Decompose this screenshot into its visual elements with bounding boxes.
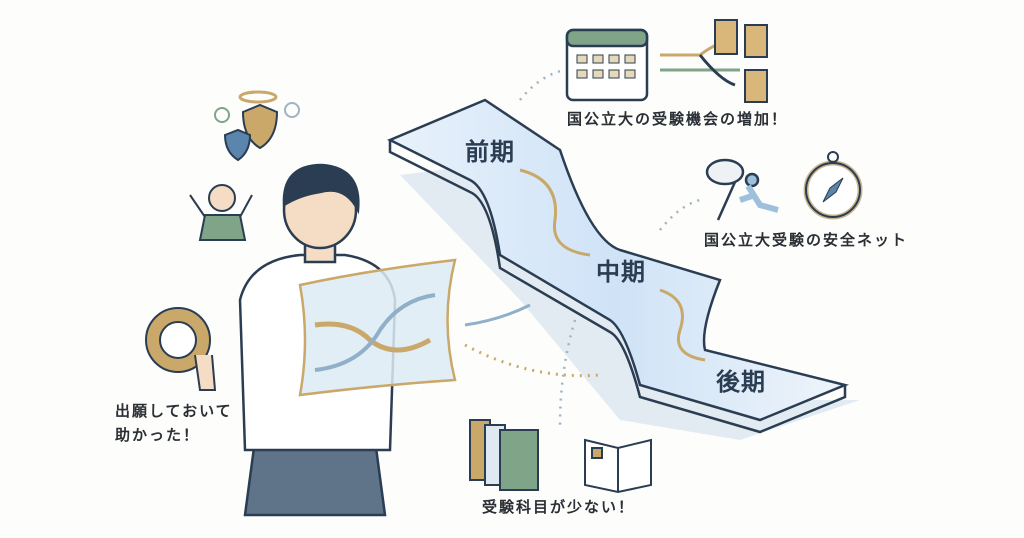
stage-label-middle: 中期 xyxy=(596,258,646,286)
map-icon xyxy=(298,258,457,397)
dotted-connector xyxy=(659,198,701,231)
doors-icon xyxy=(714,19,768,103)
arrow-to-middle xyxy=(464,303,531,327)
callout-line: 出願しておいて xyxy=(115,402,233,420)
stage-label-early: 前期 xyxy=(465,138,515,166)
callout-more-chances: 国公立大の受験機会の増加！ xyxy=(567,110,789,128)
compass-icon xyxy=(803,151,863,220)
lifebuoy-icon xyxy=(145,307,217,391)
dotted-arrow xyxy=(464,343,601,378)
callout-glad-applied: 出願しておいて 助かった！ xyxy=(115,399,233,447)
shield-checks-icon xyxy=(214,90,300,162)
books-icon xyxy=(469,419,539,491)
callout-fewer-subjects: 受験科目が少ない！ xyxy=(482,498,636,516)
stepped-platform xyxy=(387,98,849,422)
open-book-icon xyxy=(584,438,652,494)
callout-line: 助かった！ xyxy=(115,426,201,444)
stage-label-late: 後期 xyxy=(716,368,766,396)
safety-net-icon xyxy=(705,158,779,221)
platform-edge xyxy=(388,140,847,434)
path-arrow-early-middle xyxy=(519,168,591,257)
calendar-icon xyxy=(565,28,649,102)
dotted-connector xyxy=(519,68,566,101)
path-arrow-middle-late xyxy=(659,288,706,362)
cheering-kid-icon xyxy=(189,184,253,241)
callout-safety-net: 国公立大受験の安全ネット xyxy=(704,231,909,249)
